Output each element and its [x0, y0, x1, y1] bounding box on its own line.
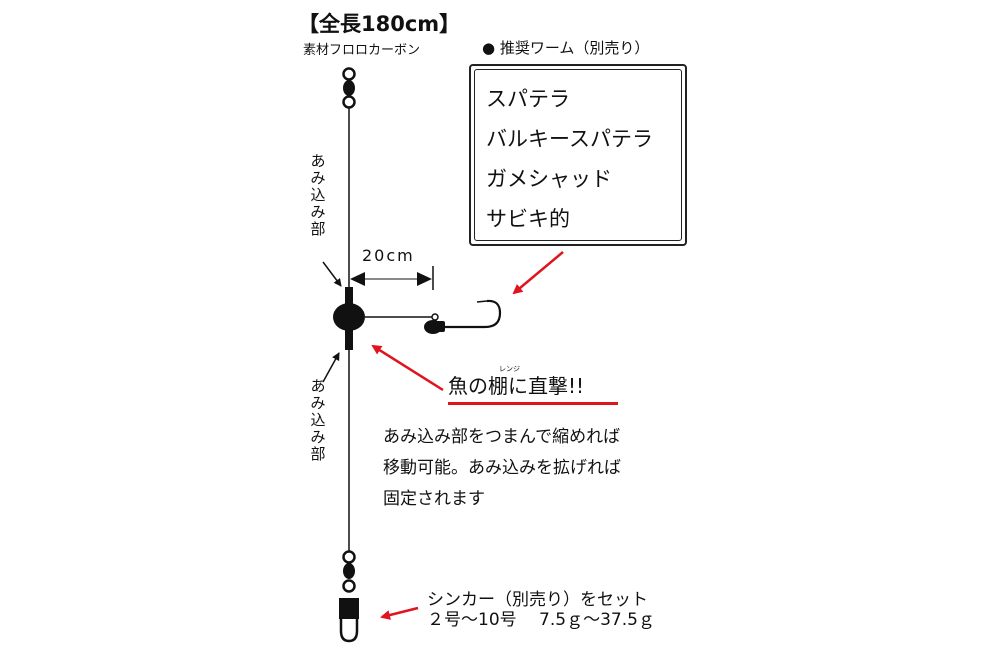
sinker-note-line1: シンカー（別売り）をセット	[427, 590, 648, 610]
worm-item: スパテラ	[486, 87, 570, 111]
top-swivel-icon	[342, 67, 356, 109]
recommended-worms-inner-frame	[474, 69, 682, 241]
ami-label-bottom: あみ込み部	[310, 377, 326, 463]
sinker-snap-icon	[339, 598, 359, 643]
bottom-swivel-icon	[342, 550, 356, 593]
description: あみ込み部をつまんで縮めれば 移動可能。あみ込みを拡げれば 固定されます	[383, 422, 621, 515]
worm-red-arrow-icon	[512, 251, 564, 295]
description-line: 固定されます	[383, 489, 485, 509]
headline-ruby: レンジ	[499, 365, 520, 373]
sinker-red-arrow-icon	[380, 606, 419, 620]
recommended-worms-box: スパテラ バルキースパテラ ガメシャッド サビキ的	[469, 64, 687, 246]
dimension-label: 20cm	[362, 246, 415, 265]
rig-title: 【全長180cm】	[298, 12, 461, 36]
ami-top-arrow-icon	[322, 261, 342, 287]
worm-item: ガメシャッド	[486, 167, 612, 191]
worm-item: バルキースパテラ	[486, 127, 653, 151]
headline-red-arrow-icon	[371, 344, 444, 392]
description-line: あみ込み部をつまんで縮めれば	[383, 427, 621, 447]
sinker-note: シンカー（別売り）をセット ２号～10号 7.5ｇ～37.5ｇ	[427, 590, 655, 630]
headline: 魚の棚に直撃!!	[448, 374, 585, 398]
recommended-worms-list: スパテラ バルキースパテラ ガメシャッド サビキ的	[486, 79, 653, 239]
ami-bottom-arrow-icon	[322, 352, 340, 383]
braided-section-icon	[333, 287, 365, 350]
description-line: 移動可能。あみ込みを拡げれば	[383, 458, 621, 478]
sinker-note-line2: ２号～10号 7.5ｇ～37.5ｇ	[427, 610, 655, 630]
headline-underline	[448, 402, 618, 405]
ami-label-top: あみ込み部	[310, 152, 326, 238]
worm-item: サビキ的	[486, 207, 570, 231]
material-label: 素材フロロカーボン	[303, 43, 421, 58]
dimension-indicator	[350, 266, 434, 290]
jighead-hook-icon	[424, 299, 502, 334]
recommended-worms-title: ● 推奨ワーム（別売り）	[482, 39, 650, 57]
